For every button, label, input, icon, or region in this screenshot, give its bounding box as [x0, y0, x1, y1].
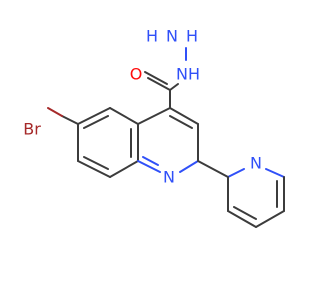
atom-nitrogen-quinoline: N: [163, 168, 175, 187]
bond-c6-c5: [77, 107, 111, 125]
bond-n1-c8a-inner: [142, 156, 159, 166]
atom-bromine: Br: [23, 120, 41, 139]
bond-c8-c7: [77, 160, 111, 178]
bond-carbonyl-nh: [169, 83, 179, 91]
bond-pyridyl-c5-c4: [255, 210, 285, 228]
bond-c4a-c4: [137, 107, 171, 125]
atom-terminal-h: H: [146, 27, 158, 46]
bond-n-pyridyl-c6: [265, 168, 285, 178]
bond-c6-c5-inner: [83, 115, 109, 129]
benzene-ring: [77, 107, 139, 178]
bond-c8-c7-inner: [83, 156, 109, 170]
bond-c4-c3-inner: [169, 115, 193, 129]
bond-c2-pyridyl: [197, 160, 229, 178]
bond-c6-br: [47, 107, 63, 117]
bond-c4-c3: [169, 107, 199, 125]
atom-oxygen: O: [130, 65, 143, 84]
bond-carbonyl-o: [147, 77, 171, 91]
bond-c6-br-gray: [61, 115, 79, 125]
atom-terminal-h2: H: [186, 27, 198, 46]
pyridyl-ring: [197, 160, 285, 228]
bond-carbonyl-o-inner: [144, 71, 168, 85]
bond-n1-c8a: [137, 160, 161, 173]
atom-terminal-n: N: [166, 27, 178, 46]
bond-c2-n1: [179, 160, 199, 173]
quinoline-pyridine-ring: [137, 107, 199, 173]
bond-c8a-c8: [109, 160, 139, 178]
carbohydrazide-group: [144, 47, 187, 109]
bond-pyridyl-n: [227, 168, 245, 178]
bond-c5-c4a: [109, 107, 139, 125]
atom-nitrogen-pyridine: N: [250, 154, 262, 173]
bond-pyridyl-c4-c3-inner: [233, 206, 257, 220]
bond-pyridyl-c4-c3: [227, 210, 257, 228]
atom-nh: NH: [176, 65, 200, 84]
chemical-structure-diagram: Br N O NH H N H N: [23, 27, 285, 228]
